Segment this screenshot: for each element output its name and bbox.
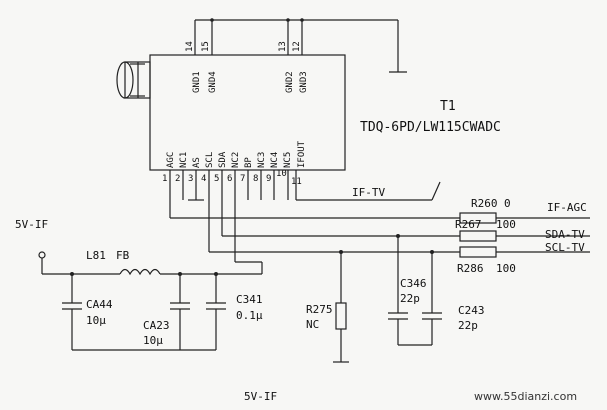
pin-name-gnd4: GND4	[208, 71, 218, 93]
pin-name-bp: BP	[244, 157, 254, 168]
pin-2: 2	[175, 174, 180, 184]
pin-name-nc3: NC3	[257, 152, 267, 168]
capacitor-c243	[422, 252, 442, 345]
pin-name-sda: SDA	[218, 151, 228, 168]
top-ground-pins	[194, 18, 407, 73]
watermark: www.55dianzi.com	[474, 390, 577, 403]
bottom-pin-names: AGC NC1 AS SCL SDA NC2 BP NC3 NC4 NC5 IF…	[166, 140, 307, 168]
c346-ref: C346	[400, 277, 427, 290]
rf-connector-icon	[116, 61, 151, 99]
pin-name-ifout: IFOUT	[297, 140, 307, 168]
ca23-ref: CA23	[143, 319, 170, 332]
supply-label-bottom: 5V-IF	[244, 390, 277, 403]
pin-1: 1	[162, 174, 167, 184]
pin-7: 7	[240, 174, 245, 184]
pin-8: 8	[253, 174, 258, 184]
pin-name-as: AS	[192, 157, 202, 168]
pin-12: 12	[292, 41, 302, 52]
pin-name-scl: SCL	[205, 152, 215, 168]
pin-3: 3	[188, 174, 193, 184]
c243-ref: C243	[458, 304, 485, 317]
ca23-value: 10μ	[143, 334, 163, 347]
pin-9: 9	[266, 174, 271, 184]
pin-name-nc1: NC1	[179, 152, 189, 168]
inductor-l81	[119, 268, 161, 276]
pin-name-gnd1: GND1	[192, 71, 202, 93]
supply-label-top: 5V-IF	[15, 218, 48, 231]
pin-4: 4	[201, 174, 206, 184]
net-sda-tv: SDA-TV	[545, 228, 585, 241]
pin-name-agc: AGC	[166, 152, 176, 168]
c341-value: 0.1μ	[236, 309, 263, 322]
r260-ref: R260	[471, 197, 498, 210]
pin-5: 5	[214, 174, 219, 184]
capacitor-c346	[388, 236, 408, 345]
capacitor-ca44	[62, 274, 82, 350]
pin-name-nc2: NC2	[231, 152, 241, 168]
tuner-ref: T1	[440, 99, 456, 114]
capacitor-ca23	[170, 274, 190, 350]
scl-tv-net	[209, 246, 590, 258]
pin-name-gnd3: GND3	[299, 71, 309, 93]
pin-13: 13	[278, 41, 288, 52]
pin-10: 10	[276, 169, 287, 179]
r275-ref: R275	[306, 303, 333, 316]
r286-ref: R286	[457, 262, 484, 275]
pin-name-nc4: NC4	[270, 152, 280, 168]
pin-14: 14	[185, 41, 195, 52]
sda-tv-net	[222, 230, 590, 242]
resistor-r275	[333, 250, 349, 363]
net-scl-tv: SCL-TV	[545, 241, 585, 254]
l81-value: FB	[116, 249, 130, 262]
ca44-ref: CA44	[86, 298, 113, 311]
ca44-value: 10μ	[86, 314, 106, 327]
if-agc-net	[170, 212, 590, 224]
pin-name-nc5: NC5	[283, 152, 293, 168]
capacitor-c341	[206, 274, 226, 350]
pin-15: 15	[201, 41, 211, 52]
net-if-tv: IF-TV	[352, 186, 385, 199]
c346-value: 22p	[400, 292, 420, 305]
l81-ref: L81	[86, 249, 106, 262]
r260-value: 0	[504, 197, 511, 210]
r286-value: 100	[496, 262, 516, 275]
pin-leads	[169, 170, 297, 262]
c341-ref: C341	[236, 293, 263, 306]
r275-value: NC	[306, 318, 319, 331]
r267-value: 100	[496, 218, 516, 231]
pin-6: 6	[227, 174, 232, 184]
pin-name-gnd2: GND2	[285, 71, 295, 93]
net-if-agc: IF-AGC	[547, 201, 587, 214]
c243-value: 22p	[458, 319, 478, 332]
r267-ref: R267	[455, 218, 482, 231]
if-tv-net	[296, 181, 441, 201]
supply-net	[38, 251, 263, 276]
tuner-model: TDQ-6PD/LW115CWADC	[360, 120, 501, 135]
